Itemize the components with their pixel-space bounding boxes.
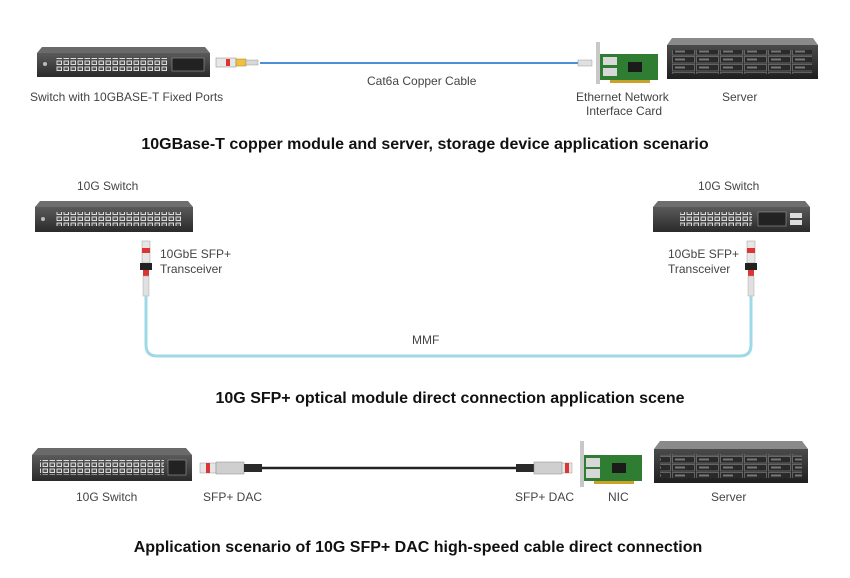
scene2-mmf-fiber [144,296,753,358]
scene3-right-dac-label: SFP+ DAC [515,490,575,504]
scene3-dac-right-connector [516,461,573,475]
scene1-switch [37,47,210,77]
scene3-left-dac-label: SFP+ DAC [203,490,263,504]
scene1-nic-label-line1: Ethernet Network [576,90,669,104]
scene1-nic-label-line2: Interface Card [586,104,663,118]
scene2-right-transceiver [745,240,757,297]
scene2-left-switch [35,201,193,232]
scene2-left-transceiver [140,240,152,297]
scene3-nic-card [580,441,642,487]
scene2-left-transceiver-line2: Transceiver [160,262,223,276]
scene2-right-switch-label: 10G Switch [698,179,760,193]
scene2-left-switch-label: 10G Switch [77,179,139,193]
scene1-rj45-connector-right [577,59,593,67]
scene1-server [667,38,818,79]
scene1-rj45-module [215,57,259,68]
scene2-fiber-label: MMF [412,333,440,347]
scene1-server-label: Server [722,90,758,104]
scene2-right-switch [653,201,810,232]
scene1-nic-card [596,42,658,84]
scene2-left-transceiver-line1: 10GbE SFP+ [160,247,232,261]
scene3-server [654,441,808,483]
scene3-dac-left-connector [199,461,262,475]
scene1-switch-label: Switch with 10GBASE-T Fixed Ports [30,90,224,104]
scene2-right-transceiver-line2: Transceiver [668,262,731,276]
scene3-caption: Application scenario of 10G SFP+ DAC hig… [133,539,703,556]
scene3-server-label: Server [711,490,747,504]
scene3-nic-label: NIC [608,490,629,504]
scene3-switch-label: 10G Switch [76,490,138,504]
scene3-switch [32,448,192,481]
scene1-caption: 10GBase-T copper module and server, stor… [141,136,709,153]
scene2-right-transceiver-line1: 10GbE SFP+ [668,247,740,261]
scene1-cable-label: Cat6a Copper Cable [367,74,477,88]
scene2-caption: 10G SFP+ optical module direct connectio… [215,390,685,407]
